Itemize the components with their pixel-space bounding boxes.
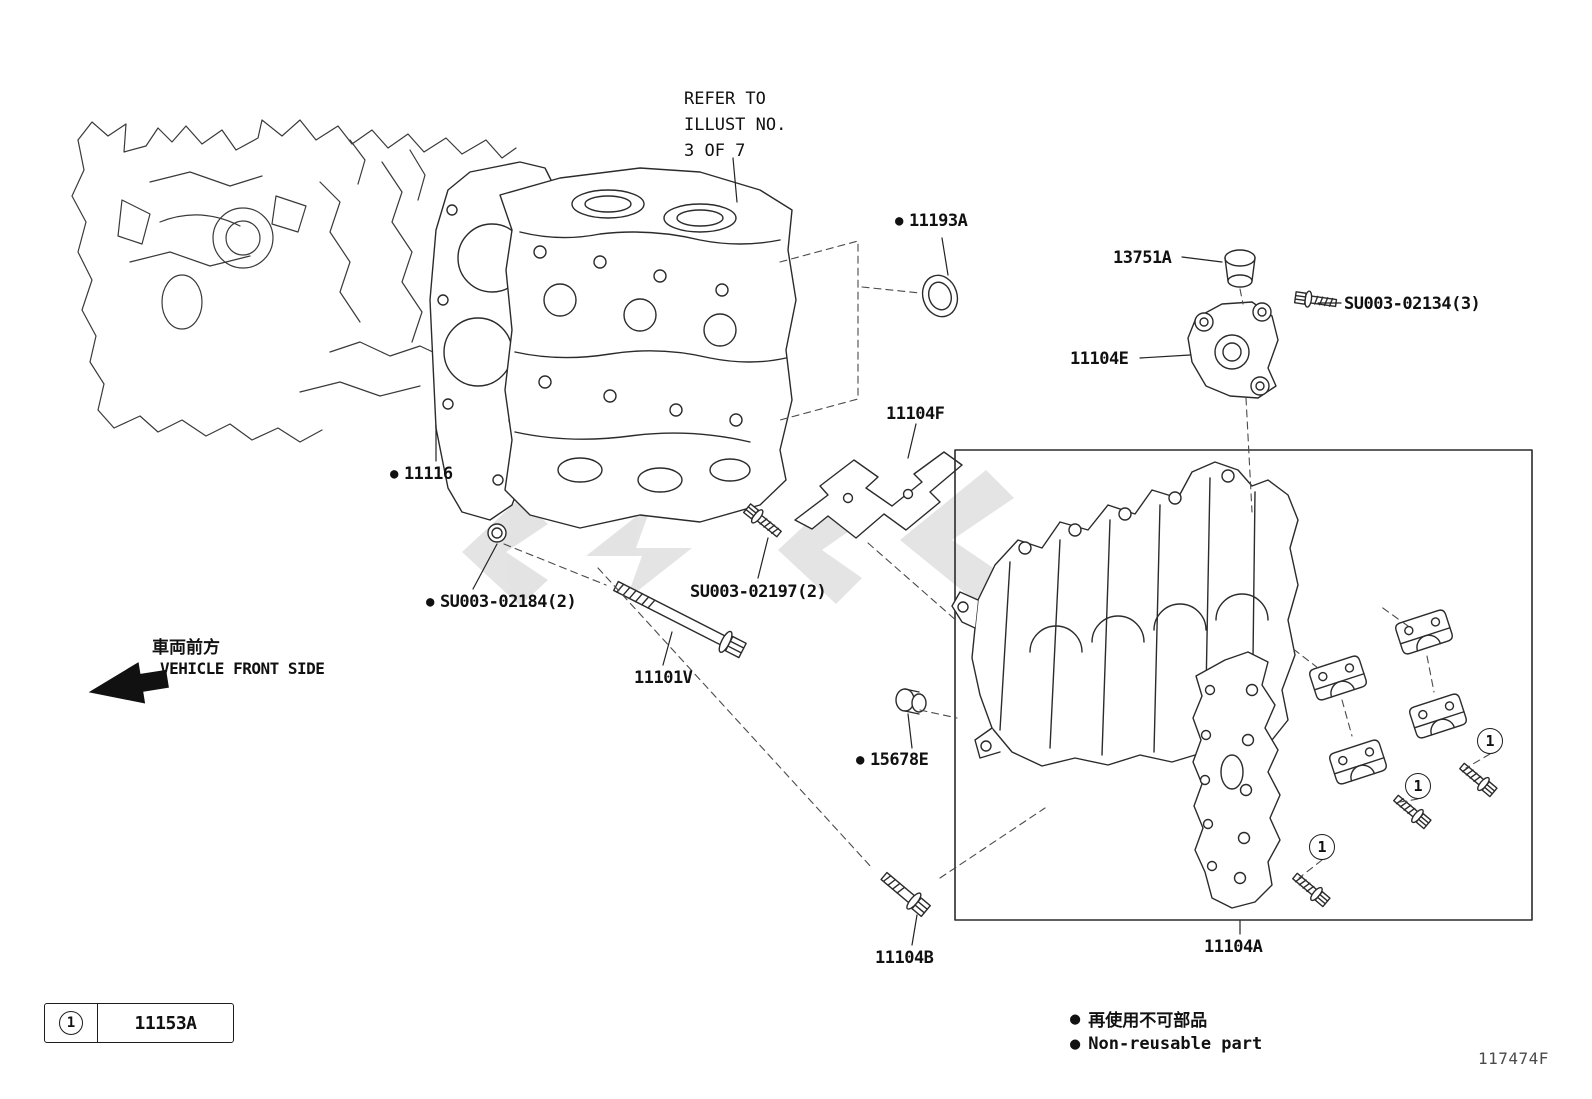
footnote-non-reusable-en: ● Non-reusable part [1070, 1034, 1262, 1054]
vehicle-front-arrow [88, 662, 169, 704]
part-number: 11104F [886, 404, 945, 424]
callout-number: 1 [1413, 777, 1423, 795]
leader-lines [435, 157, 1342, 946]
part-label-11116: ● 11116 [390, 464, 453, 484]
engine-block-sketch [71, 119, 517, 443]
callout-number: 1 [1485, 732, 1495, 750]
legend-callout-number: 1 [66, 1015, 76, 1031]
non-reusable-dot: ● [895, 213, 903, 229]
vehicle-front-label-en: VEHICLE FRONT SIDE [160, 659, 325, 678]
callout-marker-1: 1 [1477, 728, 1503, 754]
part-number: 11104A [1204, 937, 1263, 957]
footnote-bullet: ● [1070, 1034, 1081, 1054]
part-number: 11104E [1070, 349, 1129, 369]
bearing-caps-drawing [1307, 608, 1469, 786]
refer-note-line-2: ILLUST NO. [684, 115, 787, 135]
block-assembly-box [954, 449, 1533, 921]
footnote-text: 再使用不可部品 [1088, 1011, 1208, 1031]
non-reusable-dot: ● [426, 594, 434, 610]
legend-part-number: 11153A [134, 1012, 197, 1034]
part-label-11101V: 11101V [634, 668, 693, 688]
footnote-text: Non-reusable part [1088, 1034, 1263, 1054]
part-number: SU003-02134(3) [1344, 294, 1481, 314]
part-label-15678E: ● 15678E [856, 750, 929, 770]
figure-code: 117474F [1478, 1049, 1549, 1068]
baffle-plate-drawing [794, 451, 963, 539]
vehicle-front-label-ja: 車両前方 [152, 638, 220, 658]
part-label-11104B: 11104B [875, 948, 934, 968]
legend-symbol-cell: 1 [45, 1004, 98, 1042]
part-number: 13751A [1113, 248, 1172, 268]
non-reusable-dot: ● [856, 752, 864, 768]
cam-seal-drawing [921, 274, 959, 318]
part-label-13751A: 13751A [1113, 248, 1172, 268]
part-label-11104E: 11104E [1070, 349, 1129, 369]
callout-marker-2: 1 [1405, 773, 1431, 799]
part-number: SU003-02197(2) [690, 582, 827, 602]
part-number: 15678E [869, 750, 929, 770]
bolt-11104b-drawing [880, 871, 931, 918]
part-label-su003-02184: ● SU003-02184(2) [426, 592, 577, 612]
bolt-su003-02134-drawing [1293, 288, 1338, 312]
part-number: 11101V [634, 668, 693, 688]
part-label-11104F: 11104F [886, 404, 945, 424]
plug-15678e-drawing [895, 688, 927, 715]
outlet-11104e-drawing [1187, 301, 1279, 399]
cylinder-head-drawing [499, 167, 797, 529]
part-label-11193A: ● 11193A [895, 211, 968, 231]
refer-note-line-1: REFER TO [684, 89, 766, 109]
part-number: 11104B [875, 948, 934, 968]
footnote-non-reusable-ja: ● 再使用不可部品 [1070, 1006, 1208, 1032]
chain-cover-drawing [1192, 651, 1281, 909]
bolt-su003-02197-drawing [741, 501, 785, 541]
head-bolt-11101v-drawing [613, 580, 747, 659]
non-reusable-dot: ● [390, 466, 398, 482]
part-number: SU003-02184(2) [439, 592, 577, 612]
oil-filler-cap-drawing [1224, 249, 1256, 288]
part-label-su003-02134: SU003-02134(3) [1344, 294, 1481, 314]
part-label-11104A: 11104A [1204, 937, 1263, 957]
callout-marker-3: 1 [1309, 834, 1335, 860]
callout-number: 1 [1317, 838, 1327, 856]
part-label-su003-02197: SU003-02197(2) [690, 582, 827, 602]
part-number: 11116 [403, 464, 453, 484]
refer-note-line-3: 3 OF 7 [684, 141, 746, 161]
refer-note: REFER TO ILLUST NO. 3 OF 7 [684, 86, 786, 164]
footnote-bullet: ● [1070, 1008, 1081, 1029]
part-number: 11193A [908, 211, 968, 231]
legend-callout-circle: 1 [59, 1011, 83, 1035]
projection-lines [503, 240, 1491, 879]
callout-legend: 1 11153A [44, 1003, 234, 1043]
oring-su003-02184-drawing [487, 523, 507, 543]
